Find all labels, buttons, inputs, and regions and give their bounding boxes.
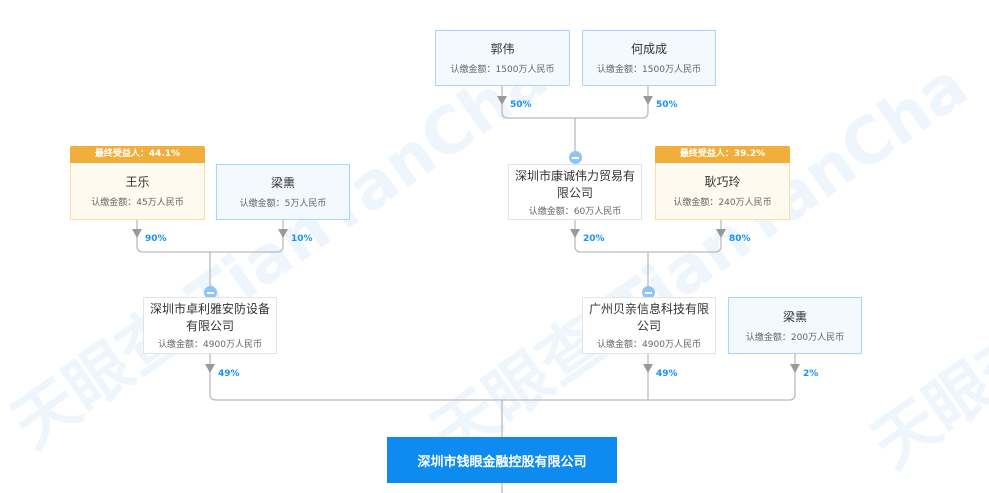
- shareholder-node-zhuoli[interactable]: 深圳市卓利雅安防设备有限公司 认缴金额：4900万人民币: [143, 297, 277, 354]
- node-name: 深圳市卓利雅安防设备有限公司: [150, 302, 271, 333]
- collapse-button[interactable]: [204, 286, 217, 299]
- node-amount: 认缴金额：45万人民币: [91, 198, 184, 208]
- node-amount: 认缴金额：200万人民币: [745, 332, 845, 343]
- node-name: 何成成: [630, 42, 667, 56]
- node-name: 梁熏: [782, 309, 807, 324]
- shareholder-node-guowei[interactable]: 郭伟 认缴金额：1500万人民币: [435, 30, 570, 86]
- share-percent: 50%: [510, 100, 532, 110]
- node-amount: 认缴金额：240万人民币: [673, 198, 772, 208]
- collapse-button[interactable]: [642, 286, 655, 299]
- node-amount: 认缴金额：4900万人民币: [158, 340, 262, 350]
- share-percent: 49%: [656, 369, 678, 379]
- beneficiary-tag: 最终受益人：39.2%: [655, 146, 790, 167]
- collapse-button[interactable]: [569, 151, 582, 164]
- share-percent: 50%: [656, 100, 678, 110]
- node-amount: 认缴金额：60万人民币: [528, 206, 622, 217]
- main-company-node[interactable]: 深圳市钱眼金融控股有限公司: [387, 437, 617, 483]
- shareholder-node-hechengcheng[interactable]: 何成成 认缴金额：1500万人民币: [582, 30, 716, 86]
- node-name: 郭伟: [490, 42, 515, 56]
- node-name: 王乐: [125, 175, 150, 189]
- share-percent: 49%: [218, 369, 240, 379]
- share-percent: 10%: [291, 234, 313, 244]
- node-name: 广州贝亲信息科技有限公司: [589, 302, 710, 333]
- shareholder-node-beiqin[interactable]: 广州贝亲信息科技有限公司 认缴金额：4900万人民币: [582, 297, 716, 354]
- share-percent: 2%: [803, 369, 819, 379]
- node-name: 耿巧玲: [704, 175, 741, 189]
- share-percent: 20%: [583, 234, 605, 244]
- shareholder-node-kangcheng[interactable]: 深圳市康诚伟力贸易有限公司 认缴金额：60万人民币: [508, 164, 642, 220]
- share-percent: 80%: [729, 234, 751, 244]
- node-name: 梁熏: [270, 176, 295, 190]
- node-amount: 认缴金额：5万人民币: [239, 199, 327, 209]
- node-amount: 认缴金额：1500万人民币: [597, 65, 701, 75]
- shareholder-node-wangle[interactable]: 王乐 认缴金额：45万人民币: [70, 163, 205, 220]
- beneficiary-tag: 最终受益人：44.1%: [70, 146, 205, 167]
- shareholder-node-liangxun-2[interactable]: 梁熏 认缴金额：200万人民币: [728, 297, 862, 354]
- shareholder-node-liangxun[interactable]: 梁熏 认缴金额：5万人民币: [216, 164, 350, 220]
- node-amount: 认缴金额：4900万人民币: [597, 340, 701, 350]
- node-name: 深圳市康诚伟力贸易有限公司: [515, 168, 636, 200]
- share-percent: 90%: [145, 234, 167, 244]
- node-amount: 认缴金额：1500万人民币: [450, 65, 555, 75]
- shareholder-node-gengqiaoling[interactable]: 耿巧玲 认缴金额：240万人民币: [655, 163, 790, 220]
